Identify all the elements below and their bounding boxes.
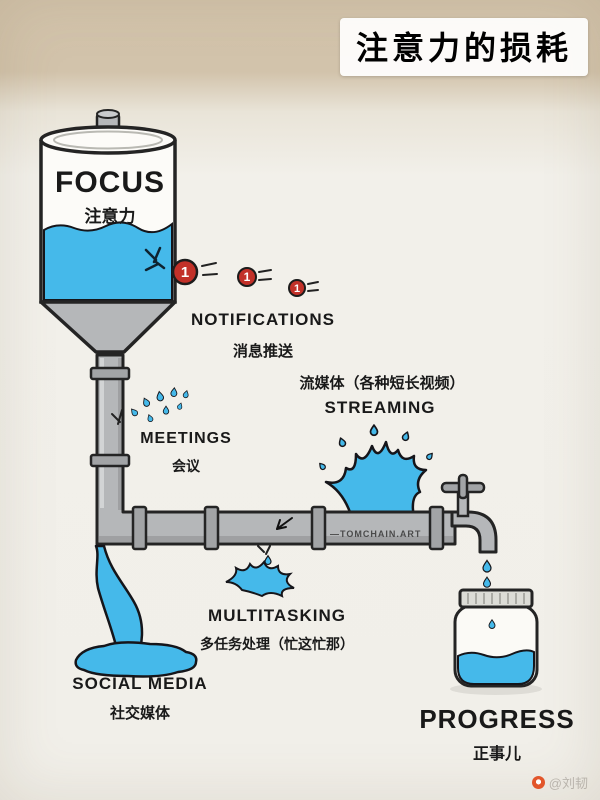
social-media-label: SOCIAL MEDIA: [72, 674, 208, 693]
notification-badges: 1 1 1: [171, 258, 319, 297]
notification-badge-icon: 1: [288, 279, 319, 297]
credit-text: @刘韧: [548, 776, 588, 791]
pipe-collar: [89, 453, 131, 468]
focus-tank: [39, 109, 177, 354]
streaming-label: STREAMING: [324, 398, 436, 417]
notification-badge-icon: 1: [171, 258, 218, 286]
pipe-collar: [310, 505, 327, 551]
focus-label-zh: 注意力: [84, 207, 136, 226]
meetings-label-zh: 会议: [172, 458, 200, 474]
streaming-label-zh: 流媒体（各种短长视频）: [299, 375, 465, 392]
notifications-label-zh: 消息推送: [232, 343, 294, 360]
svg-text:1: 1: [244, 270, 251, 284]
watermark: —TOMCHAIN.ART: [330, 529, 422, 539]
svg-text:1: 1: [181, 264, 189, 281]
pipe-collar: [89, 366, 131, 381]
focus-label: FOCUS: [55, 166, 165, 199]
pipe-collar: [428, 505, 445, 551]
meetings-label: MEETINGS: [140, 430, 232, 447]
crack-icon: [144, 246, 166, 272]
social-media-stream-icon: [74, 544, 198, 678]
streaming-splash-icon: [317, 424, 435, 520]
multitasking-label: MULTITASKING: [208, 606, 346, 625]
notification-badge-icon: 1: [237, 267, 272, 287]
multitasking-label-zh: 多任务处理（忙这忙那）: [200, 636, 354, 652]
social-media-label-zh: 社交媒体: [109, 705, 171, 722]
multitasking-leak-icon: [225, 545, 295, 598]
weibo-icon: [531, 776, 545, 789]
pipe-collar: [203, 505, 220, 551]
notifications-label: NOTIFICATIONS: [191, 310, 335, 329]
pipe-collar: [131, 505, 148, 551]
progress-label: PROGRESS: [419, 704, 575, 734]
progress-jar-icon: [450, 588, 542, 695]
svg-text:1: 1: [294, 283, 300, 295]
pipe: [89, 353, 457, 551]
page-title: 注意力的损耗: [339, 18, 588, 76]
progress-label-zh: 正事儿: [472, 746, 522, 763]
credit: @刘韧: [531, 773, 588, 792]
faucet-icon: [440, 473, 498, 554]
funnel: [39, 300, 177, 354]
meetings-leak-icon: [111, 387, 190, 425]
watermark-arrow-icon: [276, 517, 293, 530]
focus-water: [43, 221, 173, 301]
